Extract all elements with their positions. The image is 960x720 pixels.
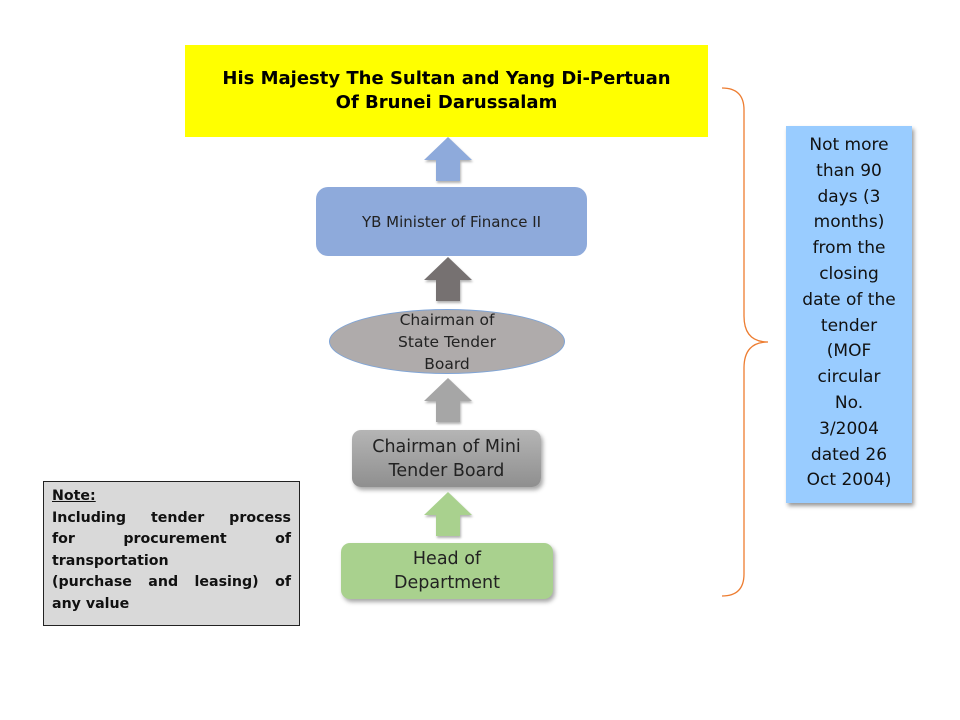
up-arrow-icon — [424, 492, 472, 536]
duration-line: months) — [813, 212, 885, 233]
duration-line: tender — [820, 315, 878, 336]
duration-note-box: Not more than 90 days (3 months) from th… — [786, 126, 912, 503]
head-of-department-line-2: Department — [394, 573, 500, 593]
head-of-department-box: Head of Department — [341, 543, 553, 599]
state-tender-board-line-1: Chairman of — [399, 310, 495, 329]
note-line: for procurement of — [52, 531, 291, 548]
mini-tender-board-line-1: Chairman of Mini — [372, 436, 521, 457]
top-authority-line-2: Of Brunei Darussalam — [335, 92, 558, 113]
top-authority-box: His Majesty The Sultan and Yang Di-Pertu… — [185, 45, 708, 137]
duration-line: 3/2004 — [819, 418, 879, 439]
mini-tender-board-line-2: Tender Board — [388, 460, 505, 481]
up-arrow-icon — [424, 257, 472, 301]
state-tender-board-ellipse: Chairman of State Tender Board — [329, 309, 565, 374]
note-line: Including tender process — [52, 509, 291, 526]
duration-line: from the — [812, 238, 886, 259]
duration-line: days (3 — [817, 186, 881, 207]
duration-line: Oct 2004) — [806, 470, 892, 491]
note-line: (purchase and leasing) of — [52, 574, 291, 591]
head-of-department-line-1: Head of — [412, 549, 482, 569]
mini-tender-board-box: Chairman of Mini Tender Board — [352, 430, 541, 487]
minister-label: YB Minister of Finance II — [361, 212, 542, 231]
duration-line: than 90 — [816, 160, 882, 181]
right-brace-icon — [721, 87, 769, 597]
up-arrow-icon — [424, 137, 472, 181]
note-box: Note: Including tender process for procu… — [43, 481, 300, 626]
state-tender-board-line-3: Board — [424, 354, 470, 373]
duration-line: circular — [817, 367, 881, 388]
note-line: any value — [52, 595, 130, 612]
top-authority-line-1: His Majesty The Sultan and Yang Di-Pertu… — [222, 68, 671, 89]
duration-line: dated 26 — [810, 444, 888, 465]
duration-line: date of the — [802, 289, 896, 310]
up-arrow-icon — [424, 378, 472, 422]
duration-line: Not more — [809, 135, 889, 155]
state-tender-board-line-2: State Tender — [398, 332, 496, 351]
minister-of-finance-box: YB Minister of Finance II — [316, 187, 587, 256]
duration-line: (MOF — [826, 341, 872, 362]
note-line: transportation — [52, 552, 169, 569]
duration-line: closing — [819, 263, 879, 284]
note-title: Note: — [52, 488, 96, 504]
duration-line: No. — [834, 392, 864, 413]
